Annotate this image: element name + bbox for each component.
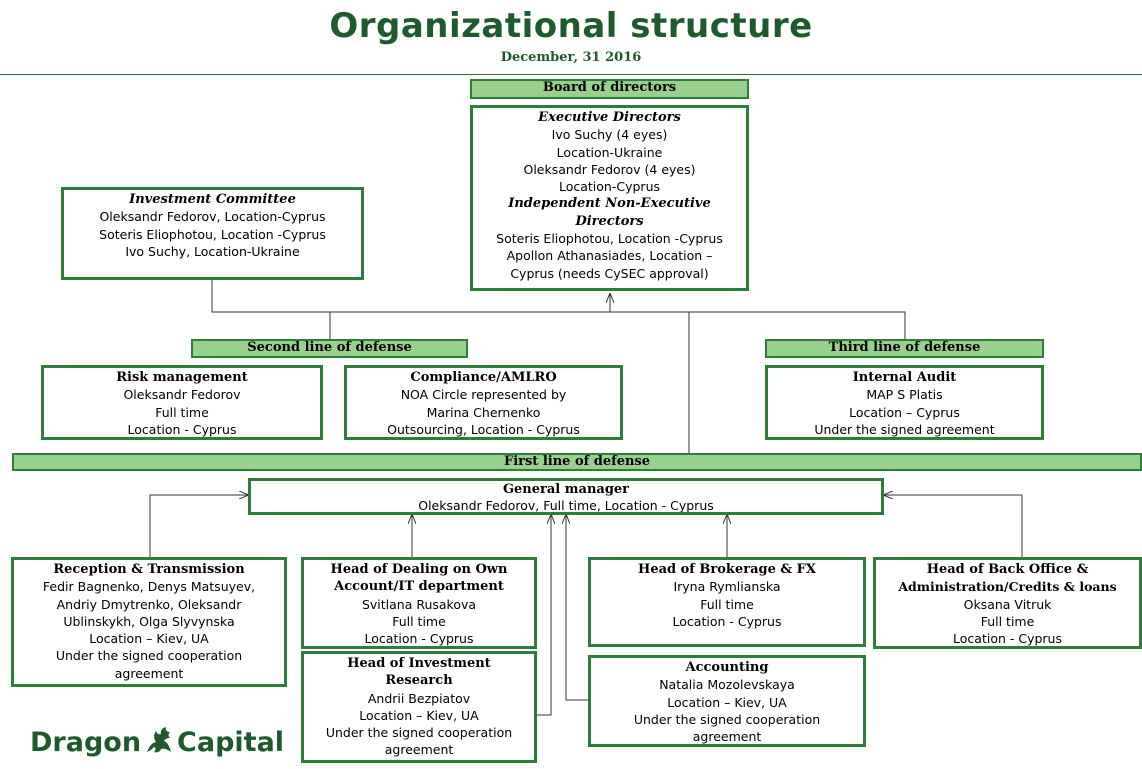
brokerage-line: Location - Cyprus (672, 613, 782, 629)
exec-line: Ivo Suchy (4 eyes) (551, 127, 668, 143)
box-reception-transmission: Reception & Transmission Fedir Bagnenko,… (11, 557, 287, 687)
committee-line: Ivo Suchy, Location-Ukraine (125, 243, 300, 259)
exec-line: Oleksandr Fedorov (4 eyes) (523, 161, 696, 177)
dealing-line: Full time (392, 613, 446, 629)
heading-dealing: Account/IT department (334, 579, 504, 595)
heading-dealing: Head of Dealing on Own (330, 562, 508, 577)
box-general-manager: General manager Oleksandr Fedorov, Full … (248, 478, 884, 515)
research-line: agreement (384, 742, 454, 758)
reception-line: Under the signed cooperation (55, 648, 243, 664)
box-compliance-amlro: Compliance/AMLRO NOA Circle represented … (344, 365, 623, 440)
band-third-line-of-defense: Third line of defense (765, 339, 1044, 358)
backoffice-line: Oksana Vitruk (963, 596, 1052, 612)
dealing-line: Svitlana Rusakova (361, 596, 477, 612)
heading-accounting: Accounting (685, 660, 769, 675)
page-date: December, 31 2016 (500, 50, 642, 65)
box-head-of-brokerage: Head of Brokerage & FX Iryna Rymlianska … (588, 557, 866, 647)
audit-line: Under the signed agreement (814, 421, 995, 437)
reception-line: Fedir Bagnenko, Denys Matsuyev, (42, 579, 256, 595)
risk-line: Location - Cyprus (127, 421, 237, 437)
heading-independent-directors: Independent Non-Executive Directors (508, 196, 711, 229)
audit-line: Location – Cyprus (849, 404, 960, 420)
exec-line: Location-Cyprus (558, 179, 660, 195)
connector-backoffice (884, 495, 1023, 557)
box-investment-committee: Investment Committee Oleksandr Fedorov, … (61, 187, 364, 280)
indep-line: Apollon Athanasiades, Location – (506, 248, 713, 264)
connector-research (537, 515, 551, 716)
box-executive-directors: Executive Directors Ivo Suchy (4 eyes) L… (470, 105, 749, 291)
logo-text-right: Capital (177, 727, 285, 758)
heading-backoffice: Administration/Credits & loans (898, 579, 1117, 595)
title-divider (0, 74, 1142, 75)
band-board-of-directors: Board of directors (470, 79, 749, 99)
heading-executive-directors: Executive Directors (538, 110, 681, 125)
indep-line: Cyprus (needs CySEC approval) (510, 265, 709, 281)
research-line: Location – Kiev, UA (359, 707, 479, 723)
research-line: Andrii Bezpiatov (367, 690, 471, 706)
brokerage-line: Full time (700, 596, 754, 612)
heading-research: Head of Investment (347, 656, 491, 671)
box-accounting: Accounting Natalia Mozolevskaya Location… (588, 655, 866, 747)
accounting-line: Natalia Mozolevskaya (659, 677, 795, 693)
heading-investment-committee: Investment Committee (129, 192, 296, 207)
gm-line: Oleksandr Fedorov, Full time, Location -… (418, 498, 714, 513)
heading-reception-transmission: Reception & Transmission (53, 562, 245, 577)
compliance-line: NOA Circle represented by (400, 387, 567, 403)
box-head-of-back-office: Head of Back Office & Administration/Cre… (873, 557, 1142, 649)
box-internal-audit: Internal Audit MAP S Platis Location – C… (765, 365, 1044, 440)
box-head-of-dealing: Head of Dealing on Own Account/IT depart… (301, 557, 537, 649)
brokerage-line: Iryna Rymlianska (673, 579, 781, 595)
heading-risk-management: Risk management (116, 370, 248, 385)
exec-line: Location-Ukraine (556, 144, 663, 160)
risk-line: Oleksandr Fedorov (123, 387, 241, 403)
committee-line: Soteris Eliophotou, Location -Cyprus (99, 226, 326, 242)
heading-internal-audit: Internal Audit (852, 370, 957, 385)
indep-line: Soteris Eliophotou, Location -Cyprus (496, 231, 723, 247)
logo-text-left: Dragon (30, 727, 142, 758)
box-risk-management: Risk management Oleksandr Fedorov Full t… (41, 365, 323, 440)
heading-brokerage: Head of Brokerage & FX (638, 562, 816, 577)
connector-third-line (610, 311, 906, 340)
reception-line: Location – Kiev, UA (89, 631, 209, 647)
connector-investment-committee (211, 280, 610, 313)
dealing-line: Location - Cyprus (364, 631, 474, 647)
band-first-line-of-defense: First line of defense (12, 453, 1142, 471)
backoffice-line: Full time (980, 613, 1035, 629)
page-title: Organizational structure (329, 6, 813, 46)
dragon-icon (144, 725, 174, 755)
committee-line: Oleksandr Fedorov, Location-Cyprus (99, 209, 326, 225)
connector-accounting (566, 515, 588, 701)
connector-reception (149, 495, 248, 557)
company-logo: Dragon Capital (30, 725, 284, 758)
research-line: Under the signed cooperation (325, 725, 513, 741)
reception-line: Ublinskykh, Olga Slyvynska (63, 613, 235, 629)
heading-general-manager: General manager (502, 482, 630, 497)
heading-compliance: Compliance/AMLRO (410, 370, 557, 385)
accounting-line: agreement (692, 729, 762, 745)
backoffice-line: Location - Cyprus (953, 631, 1062, 647)
accounting-line: Location – Kiev, UA (667, 694, 787, 710)
reception-line: Andriy Dmytrenko, Oleksandr (56, 596, 242, 612)
heading-research: Research (385, 673, 453, 689)
compliance-line: Marina Chernenko (426, 404, 541, 420)
compliance-line: Outsourcing, Location - Cyprus (387, 421, 580, 437)
reception-line: agreement (114, 665, 184, 681)
band-second-line-of-defense: Second line of defense (191, 339, 468, 358)
accounting-line: Under the signed cooperation (633, 711, 821, 727)
audit-line: MAP S Platis (866, 387, 943, 403)
box-head-of-investment-research: Head of Investment Research Andrii Bezpi… (301, 651, 537, 763)
risk-line: Full time (155, 404, 209, 420)
heading-backoffice: Head of Back Office & (926, 562, 1089, 577)
